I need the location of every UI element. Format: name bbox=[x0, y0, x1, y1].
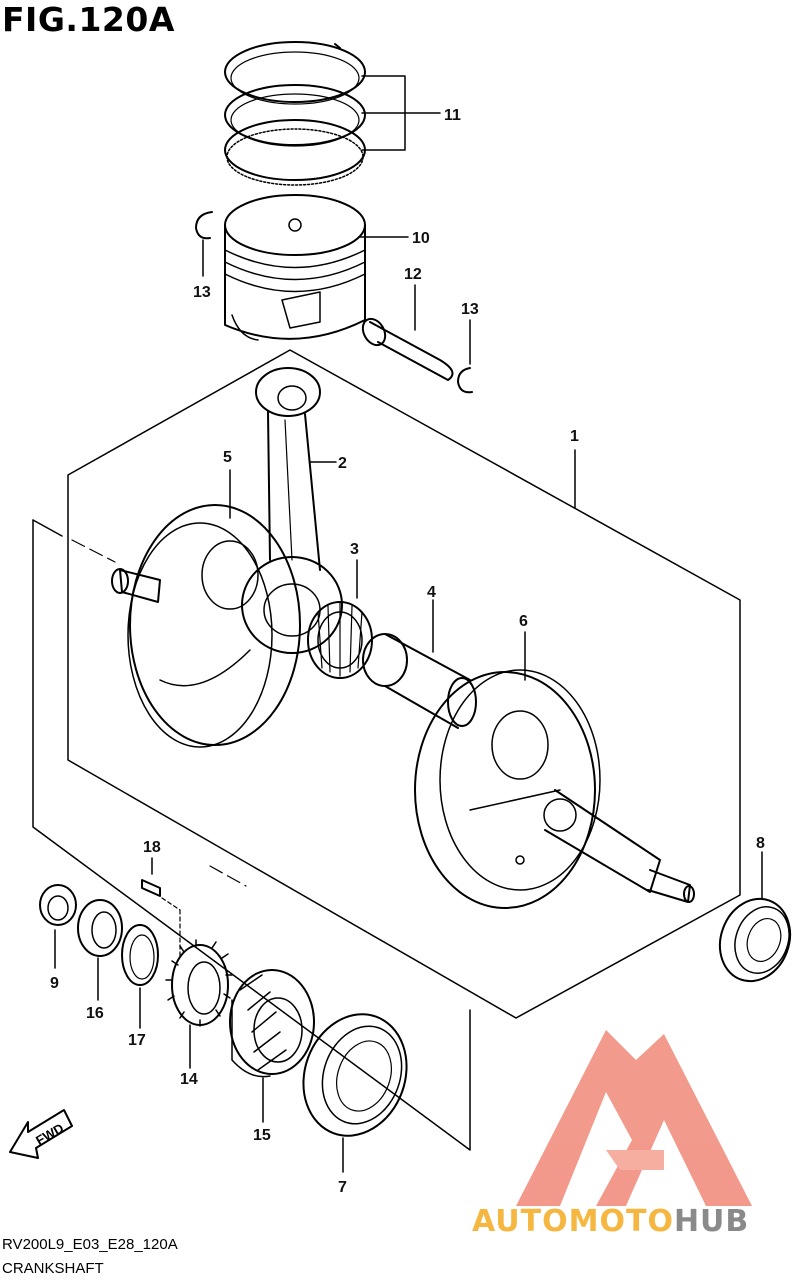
callout-16: 16 bbox=[86, 1005, 104, 1022]
collar bbox=[77, 899, 123, 957]
callout-10: 10 bbox=[412, 230, 430, 247]
callout-8: 8 bbox=[756, 835, 765, 852]
timing-gear bbox=[165, 939, 233, 1027]
callout-14: 14 bbox=[180, 1071, 198, 1088]
crankshaft-assembly-outline bbox=[67, 349, 741, 1019]
shaft-centerline bbox=[71, 539, 116, 563]
watermark-hub: HUB bbox=[673, 1204, 750, 1239]
callout-15: 15 bbox=[253, 1127, 271, 1144]
callout-17: 17 bbox=[128, 1032, 146, 1049]
fwd-arrow-label: FWD bbox=[33, 1120, 66, 1148]
callout-5: 5 bbox=[223, 449, 232, 466]
oil-seal bbox=[39, 884, 77, 926]
piston-pin bbox=[361, 317, 454, 381]
diagram-code: RV200L9_E03_E28_120A bbox=[2, 1236, 178, 1253]
circlip-left bbox=[195, 211, 213, 240]
helical-gear bbox=[229, 969, 315, 1078]
left-bearing bbox=[302, 1013, 408, 1137]
needle-bearing bbox=[307, 601, 373, 679]
lower-group-frame bbox=[32, 519, 471, 1151]
watermark-wordmark: AUTOMOTOHUB bbox=[472, 1204, 749, 1239]
callout-1: 1 bbox=[570, 428, 579, 445]
callout-3: 3 bbox=[350, 541, 359, 558]
callout-6: 6 bbox=[519, 613, 528, 630]
diagram-caption: CRANKSHAFT bbox=[2, 1260, 104, 1277]
callout-7: 7 bbox=[338, 1179, 347, 1196]
callout-12: 12 bbox=[404, 266, 422, 283]
callout-4: 4 bbox=[427, 584, 436, 601]
fwd-arrow-icon: FWD bbox=[9, 1109, 73, 1159]
callout-11: 11 bbox=[444, 107, 461, 124]
crank-pin bbox=[362, 633, 477, 729]
right-crank-web bbox=[414, 669, 695, 909]
callout-18: 18 bbox=[143, 839, 161, 856]
figure-title: FIG.120A bbox=[2, 0, 175, 39]
circlip-right bbox=[457, 367, 473, 394]
callout-13-left: 13 bbox=[193, 284, 211, 301]
watermark-logo bbox=[516, 1030, 752, 1206]
watermark-auto: AUTOMOTO bbox=[472, 1204, 674, 1239]
callout-labels: 11 10 13 12 13 1 5 2 3 4 6 8 18 9 16 17 … bbox=[50, 107, 765, 1196]
left-crank-web bbox=[111, 504, 301, 748]
right-bearing bbox=[718, 897, 792, 983]
connecting-rod bbox=[241, 367, 343, 654]
washer bbox=[121, 924, 159, 986]
piston-rings bbox=[224, 41, 366, 186]
piston bbox=[224, 194, 366, 341]
callout-9: 9 bbox=[50, 975, 59, 992]
callout-2: 2 bbox=[338, 455, 347, 472]
key bbox=[141, 879, 161, 897]
callout-13-right: 13 bbox=[461, 301, 479, 318]
